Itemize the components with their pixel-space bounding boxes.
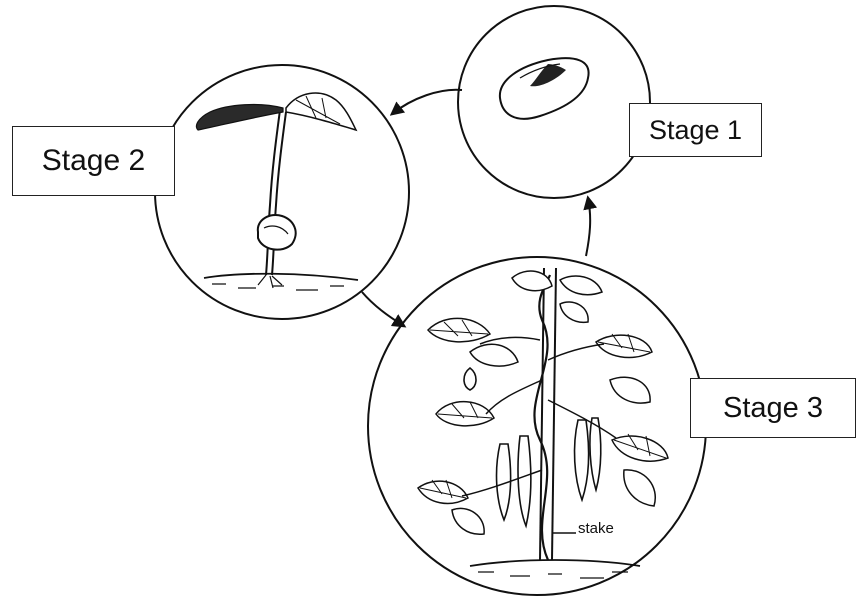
stage-1-circle: [458, 6, 650, 198]
stage-3-label: Stage 3: [690, 378, 856, 438]
arrow-stage1-to-stage2: [392, 90, 462, 114]
arrow-stage2-to-stage3: [362, 292, 404, 326]
arrow-stage3-to-stage1: [586, 198, 590, 256]
stage-2-label: Stage 2: [12, 126, 175, 196]
stage-3-circle: [368, 257, 706, 595]
stage-2-circle: [155, 65, 409, 319]
stake-annotation: stake: [578, 520, 614, 537]
stage-1-label: Stage 1: [629, 103, 762, 157]
